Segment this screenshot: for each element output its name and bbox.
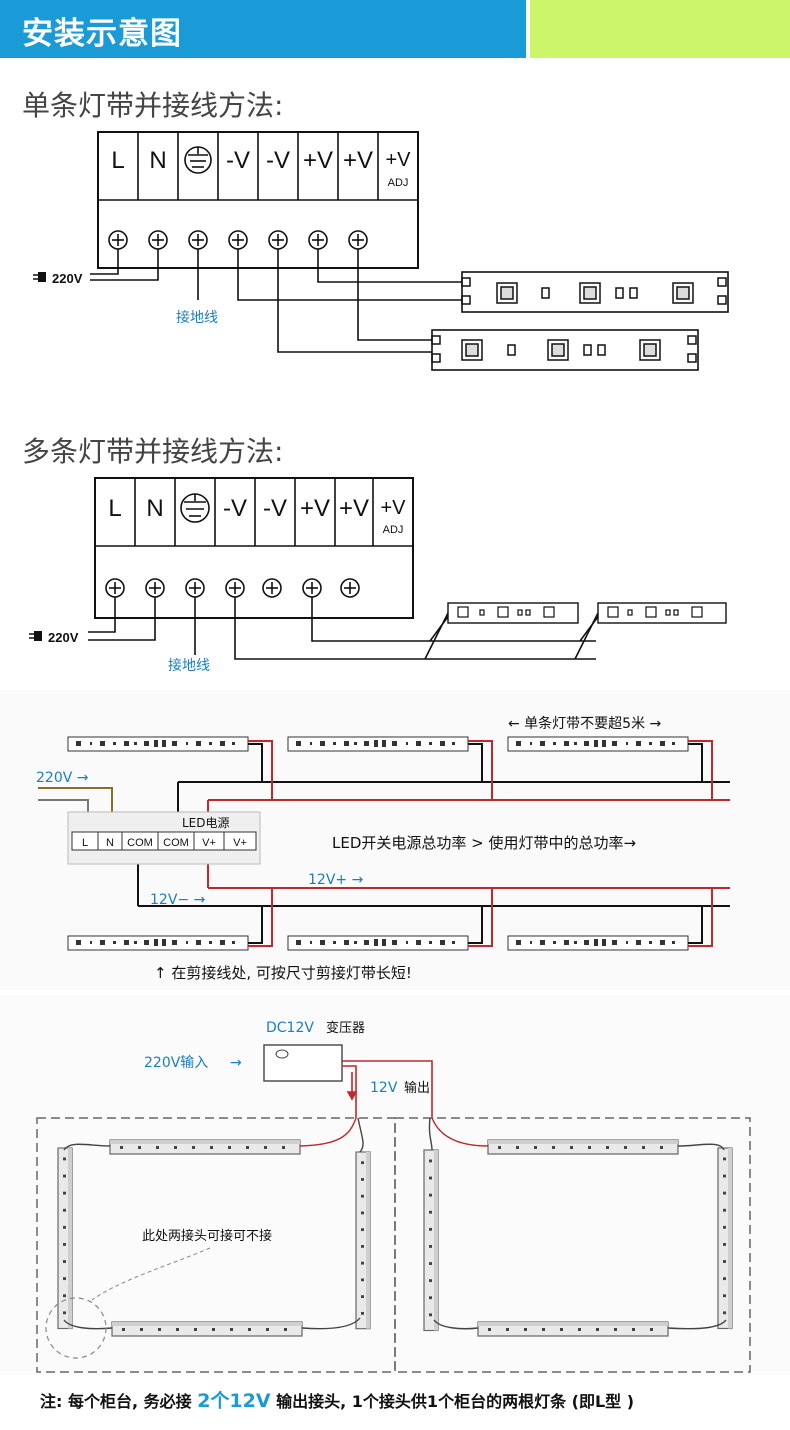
note-prefix: 注: 每个柜台, 务必接	[40, 1392, 198, 1411]
terminal-label-pos1: +V	[303, 147, 333, 174]
led-power-block: L N COM COM V+ V+ LED电源	[67, 811, 261, 865]
terminal-label-pos2: +V	[343, 147, 373, 174]
wires-2	[88, 597, 601, 660]
ground-icon	[184, 146, 212, 174]
power-rule-label: LED开关电源总功率 > 使用灯带中的总功率→	[332, 834, 636, 852]
joint-circle	[45, 1297, 107, 1359]
adj-label: ADJ	[383, 524, 404, 536]
transformer-box	[263, 1044, 343, 1082]
page-title: 安装示意图	[22, 16, 182, 52]
counter-frames	[36, 1117, 751, 1373]
v12-plus-label: 12V+ →	[308, 872, 364, 888]
tb-n: N	[106, 837, 114, 849]
strip-row-bottom	[67, 935, 689, 951]
joint-note: 此处两接头可接可不接	[142, 1228, 272, 1244]
out12-label: 12V	[370, 1080, 398, 1096]
strip-row-top	[67, 736, 689, 752]
led-power-label: LED电源	[182, 816, 230, 830]
input-arrow: →	[230, 1055, 242, 1071]
terminal-label-n: N	[149, 147, 166, 174]
input220-label: 220V输入	[144, 1055, 208, 1071]
cut-note: ↑ 在剪接线处, 可按尺寸剪接灯带长短!	[154, 964, 412, 982]
led-strip-4	[597, 602, 727, 624]
adj-label: ADJ	[388, 177, 409, 189]
terminal-label-neg2: -V	[266, 147, 290, 174]
terminal-label-pos2: +V	[339, 495, 369, 522]
note-suffix: 输出接头, 1个接头供1个柜台的两根灯条 (即L型 )	[270, 1392, 635, 1411]
tb-vplus2: V+	[233, 837, 247, 849]
led-strip-2	[431, 329, 699, 371]
v12-minus-label: 12V− →	[150, 892, 206, 908]
psu-2: L N -V -V +V +V +V ADJ	[94, 477, 414, 619]
tb-vplus1: V+	[202, 837, 216, 849]
plug-icon	[28, 630, 43, 642]
section2-title: 多条灯带并接线方法:	[22, 435, 284, 468]
ground-label: 接地线	[176, 309, 218, 326]
dc12v-label: DC12V	[266, 1020, 314, 1036]
led-strip-3	[447, 602, 579, 624]
section1-title: 单条灯带并接线方法:	[22, 89, 284, 122]
ground-label: 接地线	[168, 657, 210, 674]
psu-1: L N -V -V +V +V +V ADJ	[97, 131, 419, 269]
terminal-label-pos3: +V	[380, 497, 406, 519]
v220-label: 220V	[52, 271, 83, 286]
bottom-note: 注: 每个柜台, 务必接 2个12V 输出接头, 1个接头供1个柜台的两根灯条 …	[40, 1386, 634, 1413]
output-label: 输出	[404, 1080, 430, 1096]
terminal-label-l: L	[111, 147, 124, 174]
strip-limit-label: ← 单条灯带不要超5米 →	[508, 715, 662, 732]
terminal-label-neg1: -V	[223, 495, 247, 522]
terminal-label-l: L	[108, 495, 121, 522]
terminal-label-neg1: -V	[226, 147, 250, 174]
v220-label: 220V	[48, 630, 79, 645]
tb-com1: COM	[127, 837, 153, 849]
v220-in-label: 220V →	[36, 770, 89, 786]
ground-icon	[180, 493, 210, 523]
terminal-label-pos1: +V	[300, 495, 330, 522]
tb-l: L	[82, 837, 88, 849]
terminal-label-n: N	[146, 495, 163, 522]
tb-com2: COM	[163, 837, 189, 849]
wires-1	[90, 249, 462, 353]
terminal-label-neg2: -V	[263, 495, 287, 522]
counter-cables	[63, 1117, 727, 1330]
header-accent	[530, 0, 790, 58]
terminal-label-pos3: +V	[385, 149, 411, 171]
led-strip-1	[461, 271, 729, 313]
joint-pointer	[91, 1247, 211, 1301]
note-highlight: 2个12V	[197, 1390, 271, 1412]
transformer-label: 变压器	[326, 1020, 365, 1036]
plug-icon	[32, 271, 47, 283]
header-bar	[0, 0, 526, 58]
transformer-wires	[342, 1060, 433, 1118]
